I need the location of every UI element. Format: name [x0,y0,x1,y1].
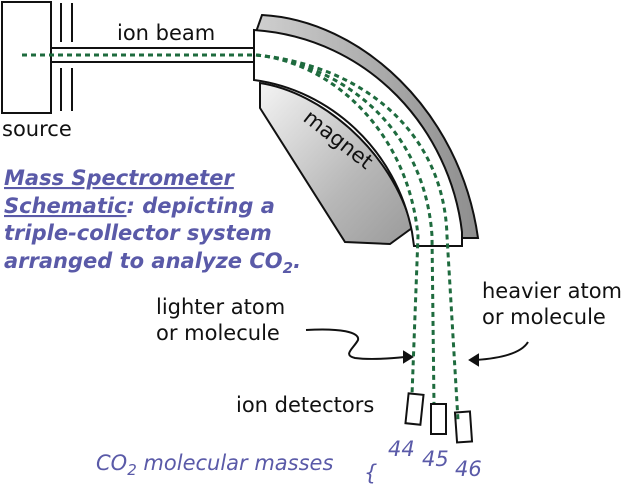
source-label: source [2,117,72,141]
detector-46 [453,410,474,444]
ion-detectors-label: ion detectors [236,393,374,417]
detector-45 [430,403,447,435]
flight-tube [51,47,256,63]
ion-source [1,1,52,114]
detector-44 [404,392,425,426]
masses-brace: { [364,461,377,485]
heavier-label-line2: or molecule [482,305,606,329]
caption-line1: Mass Spectrometer [4,166,235,190]
mass-45: 45 [422,447,449,471]
beam-path-46 [255,53,460,421]
caption-line4: arranged to analyze CO2. [4,249,301,277]
caption-line3: triple-collector system [4,221,272,245]
heavier-arrow [468,341,529,367]
molecular-masses: CO2 molecular masses { 44 45 46 [96,437,482,485]
ion-beam-label: ion beam [117,21,215,45]
ion-detectors [404,392,474,444]
caption: Mass Spectrometer Schematic: depicting a… [4,166,301,277]
caption-line2: Schematic: depicting a [4,194,275,218]
mass-44: 44 [388,437,415,461]
magnet-inner-pole [259,81,414,246]
lighter-arrow [305,328,414,364]
mass-46: 46 [455,457,482,481]
masses-label: CO2 molecular masses [96,451,333,479]
lighter-label-line1: lighter atom [156,295,285,319]
accelerator-plates [60,3,73,111]
ion-beam-paths [22,53,460,421]
lighter-label-line2: or molecule [156,321,280,345]
heavier-label-line1: heavier atom [482,279,622,303]
